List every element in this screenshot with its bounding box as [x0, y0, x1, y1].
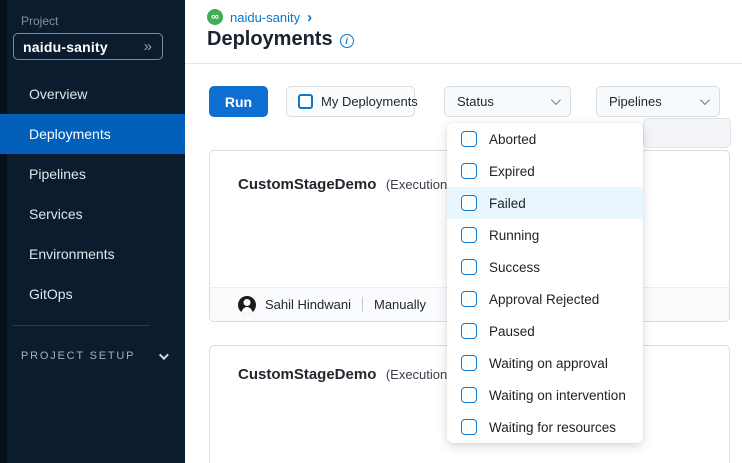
- execution-id-note: (Execution Id: [385, 367, 462, 382]
- status-option-checkbox[interactable]: [461, 195, 477, 211]
- footer-separator: [362, 297, 363, 312]
- my-deployments-checkbox[interactable]: [298, 94, 313, 109]
- execution-card-title: CustomStageDemo (Execution Id: [210, 346, 729, 384]
- status-option-checkbox[interactable]: [461, 387, 477, 403]
- info-icon[interactable]: i: [339, 33, 354, 48]
- triggered-by-user: Sahil Hindwani: [265, 297, 351, 312]
- trigger-type: Manually: [374, 297, 427, 312]
- status-option-label: Waiting for resources: [489, 419, 617, 435]
- status-option-label: Failed: [489, 195, 526, 211]
- sidebar-nav-item[interactable]: Overview: [0, 74, 185, 114]
- status-option[interactable]: Success: [447, 251, 643, 283]
- status-option-checkbox[interactable]: [461, 227, 477, 243]
- status-option-label: Waiting on intervention: [489, 387, 626, 403]
- sidebar-nav: Overview Deployments Pipelines Services …: [0, 74, 185, 314]
- status-option-checkbox[interactable]: [461, 259, 477, 275]
- chevron-down-icon: [699, 95, 710, 106]
- status-option-label: Paused: [489, 323, 535, 339]
- status-option-checkbox[interactable]: [461, 163, 477, 179]
- status-option-checkbox[interactable]: [461, 323, 477, 339]
- breadcrumb: ∞ naidu-sanity ›: [207, 8, 312, 26]
- cd-module-icon: ∞: [207, 9, 223, 25]
- sidebar-nav-item[interactable]: Pipelines: [0, 154, 185, 194]
- execution-id-note: (Execution Id: [385, 177, 462, 192]
- page-title-row: Deployments i: [207, 28, 354, 51]
- project-sidebar: Project naidu-sanity » Overview Deployme…: [0, 0, 185, 463]
- status-option[interactable]: Expired: [447, 155, 643, 187]
- status-option-label: Expired: [489, 163, 535, 179]
- pipelines-filter-dropdown[interactable]: Pipelines: [596, 86, 720, 117]
- pipelines-filter-label: Pipelines: [609, 94, 662, 109]
- my-deployments-toggle[interactable]: My Deployments: [286, 86, 418, 117]
- partially-hidden-control[interactable]: [643, 118, 731, 148]
- sidebar-nav-item[interactable]: Deployments: [0, 114, 185, 154]
- sidebar-nav-item-label: Pipelines: [29, 166, 86, 182]
- pipeline-name[interactable]: CustomStageDemo: [238, 176, 377, 193]
- project-name: naidu-sanity: [23, 38, 108, 55]
- status-option[interactable]: Paused: [447, 315, 643, 347]
- status-option-label: Approval Rejected: [489, 291, 600, 307]
- execution-card-title: CustomStageDemo (Execution Id: [210, 151, 729, 194]
- project-selector[interactable]: naidu-sanity »: [13, 33, 163, 60]
- sidebar-nav-item[interactable]: Services: [0, 194, 185, 234]
- sidebar-nav-item-label: Services: [29, 206, 83, 222]
- status-option[interactable]: Running: [447, 219, 643, 251]
- run-button[interactable]: Run: [209, 86, 268, 117]
- status-option-checkbox[interactable]: [461, 419, 477, 435]
- status-option-checkbox[interactable]: [461, 355, 477, 371]
- sidebar-edge-strip: [0, 0, 7, 463]
- status-filter-dropdown[interactable]: Status: [444, 86, 571, 117]
- header-divider: [185, 63, 742, 64]
- my-deployments-label: My Deployments: [321, 94, 418, 109]
- breadcrumb-project-link[interactable]: naidu-sanity: [230, 9, 301, 25]
- status-option[interactable]: Aborted: [447, 123, 643, 155]
- status-option[interactable]: Waiting on approval: [447, 347, 643, 379]
- status-option[interactable]: Failed: [447, 187, 643, 219]
- sidebar-nav-item-label: Overview: [29, 86, 88, 102]
- user-avatar-icon: [238, 295, 256, 314]
- status-option-checkbox[interactable]: [461, 131, 477, 147]
- status-option-label: Waiting on approval: [489, 355, 608, 371]
- breadcrumb-chevron-icon: ›: [307, 8, 313, 26]
- chevron-down-icon[interactable]: [158, 349, 169, 360]
- page-title: Deployments: [207, 28, 333, 50]
- sidebar-nav-item-label: Deployments: [29, 126, 111, 142]
- status-filter-menu: Aborted Expired Failed Running Success: [447, 123, 643, 443]
- status-option-label: Aborted: [489, 131, 537, 147]
- pipeline-name[interactable]: CustomStageDemo: [238, 366, 377, 383]
- status-option-label: Success: [489, 259, 541, 275]
- status-option[interactable]: Approval Rejected: [447, 283, 643, 315]
- status-option-label: Running: [489, 227, 540, 243]
- status-filter-label: Status: [457, 94, 494, 109]
- sidebar-nav-item[interactable]: Environments: [0, 234, 185, 274]
- project-setup-section[interactable]: PROJECT SETUP: [21, 349, 169, 362]
- status-option[interactable]: Waiting for resources: [447, 411, 643, 443]
- project-label: Project: [21, 14, 59, 28]
- sidebar-nav-item[interactable]: GitOps: [0, 274, 185, 314]
- sidebar-nav-item-label: GitOps: [29, 286, 73, 302]
- status-option[interactable]: Waiting on intervention: [447, 379, 643, 411]
- expand-project-icon[interactable]: »: [143, 38, 152, 55]
- chevron-down-icon: [550, 95, 561, 106]
- status-option-checkbox[interactable]: [461, 291, 477, 307]
- sidebar-nav-item-label: Environments: [29, 246, 115, 262]
- sidebar-divider: [12, 325, 150, 326]
- project-setup-label: PROJECT SETUP: [21, 350, 136, 362]
